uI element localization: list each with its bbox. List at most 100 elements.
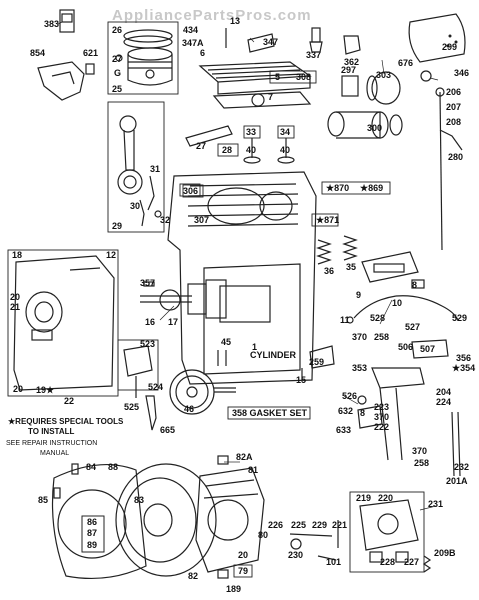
label-g: G: [114, 68, 121, 78]
label-82a: 82A: [236, 452, 253, 462]
label-434: 434: [183, 25, 198, 35]
label-528: 528: [370, 313, 385, 323]
label-219: 219: [356, 493, 371, 503]
label-230: 230: [288, 550, 303, 560]
label-85: 85: [38, 495, 48, 505]
label-27: 27: [196, 141, 206, 151]
label-676: 676: [398, 58, 413, 68]
label-201a: 201A: [446, 476, 468, 486]
part-357-key: [143, 281, 155, 287]
governor-box: [117, 339, 159, 391]
label-225: 225: [291, 520, 306, 530]
label-307: 307: [194, 215, 209, 225]
label-529: 529: [452, 313, 467, 323]
label-89: 89: [87, 540, 97, 550]
label-7: 7: [268, 92, 273, 102]
part-362-switch: [343, 35, 361, 55]
label-36: 36: [324, 266, 334, 276]
part-300-muffler: [327, 111, 403, 139]
label-527: 527: [405, 322, 420, 332]
label-869: ★869: [360, 183, 383, 193]
label-22: 22: [64, 396, 74, 406]
label-82: 82: [188, 571, 198, 581]
label-12: 12: [106, 250, 116, 260]
part-19-seal: [31, 329, 53, 341]
label-280: 280: [448, 152, 463, 162]
part-26-rings: [123, 29, 173, 49]
label-80: 80: [258, 530, 268, 540]
label-30: 30: [130, 201, 140, 211]
part-8-breather: [361, 251, 419, 283]
label-347a: 347A: [182, 38, 204, 48]
label-227: 227: [404, 557, 419, 567]
part-225-229-needles: [289, 520, 339, 550]
label-223: 223: [374, 402, 389, 412]
note-repair-line2: MANUAL: [40, 450, 69, 457]
part-16-crankshaft: [140, 279, 227, 319]
label-665: 665: [160, 425, 175, 435]
label-222: 222: [374, 422, 389, 432]
label-259: 259: [309, 357, 324, 367]
part-383-bracket: [59, 9, 75, 33]
label-33: 33: [246, 127, 256, 137]
label-28: 28: [222, 145, 232, 155]
label-228: 228: [380, 557, 395, 567]
part-507-lever: [411, 339, 449, 359]
label-209b: 209B: [434, 548, 456, 558]
label-26: 26: [112, 25, 122, 35]
label-40-left: 40: [246, 145, 256, 155]
label-21: 21: [10, 302, 20, 312]
label-220: 220: [378, 493, 393, 503]
note-special-tools-line2: TO INSTALL: [28, 427, 74, 436]
part-connecting-rod: [117, 115, 143, 195]
note-repair-line1: SEE REPAIR INSTRUCTION: [6, 440, 97, 447]
label-13: 13: [230, 16, 240, 26]
label-346: 346: [454, 68, 469, 78]
label-226: 226: [268, 520, 283, 530]
label-633: 633: [336, 425, 351, 435]
label-297: 297: [341, 65, 356, 75]
label-208: 208: [446, 117, 461, 127]
label-347: 347: [263, 37, 278, 47]
label-306: 306: [183, 186, 198, 196]
label-206: 206: [446, 87, 461, 97]
part-299-air-cleaner: [408, 13, 466, 63]
part-353-linkage: [371, 367, 425, 461]
label-370-bottom: 370: [412, 446, 427, 456]
part-306-cylinder-gasket: [179, 183, 201, 197]
label-353: 353: [352, 363, 367, 373]
label-45: 45: [221, 337, 231, 347]
label-207: 207: [446, 102, 461, 112]
label-357: 357: [140, 278, 155, 288]
label-258-top: 258: [374, 332, 389, 342]
label-17: 17: [168, 317, 178, 327]
label-526: 526: [342, 391, 357, 401]
part-5-cylinder-head: [198, 61, 312, 95]
label-87: 87: [87, 528, 97, 538]
piston-group-box: [107, 21, 179, 95]
part-220-carburetor: [359, 499, 419, 563]
part-208-rod: [435, 87, 445, 251]
label-40-right: 40: [280, 145, 290, 155]
label-83: 83: [134, 495, 144, 505]
label-232: 232: [454, 462, 469, 472]
label-854: 854: [30, 48, 45, 58]
note-special-tools-line1: ★REQUIRES SPECIAL TOOLS: [8, 417, 124, 426]
part-11-tube: [346, 295, 397, 324]
part-7-head-gasket: [212, 91, 312, 109]
part-337-spark-plug: [309, 27, 323, 53]
label-29: 29: [112, 221, 122, 231]
label-16: 16: [145, 317, 155, 327]
label-34: 34: [280, 127, 290, 137]
label-1: 1: [252, 342, 257, 352]
part-297-gasket: [341, 75, 359, 97]
label-19: 19★: [36, 385, 55, 395]
label-204: 204: [436, 387, 451, 397]
label-370-mid: 370: [374, 412, 389, 422]
part-101-screw: [317, 555, 337, 561]
label-362: 362: [344, 57, 359, 67]
label-308: 308: [296, 72, 311, 82]
part-259-lever: [309, 345, 335, 369]
label-621: 621: [83, 48, 98, 58]
